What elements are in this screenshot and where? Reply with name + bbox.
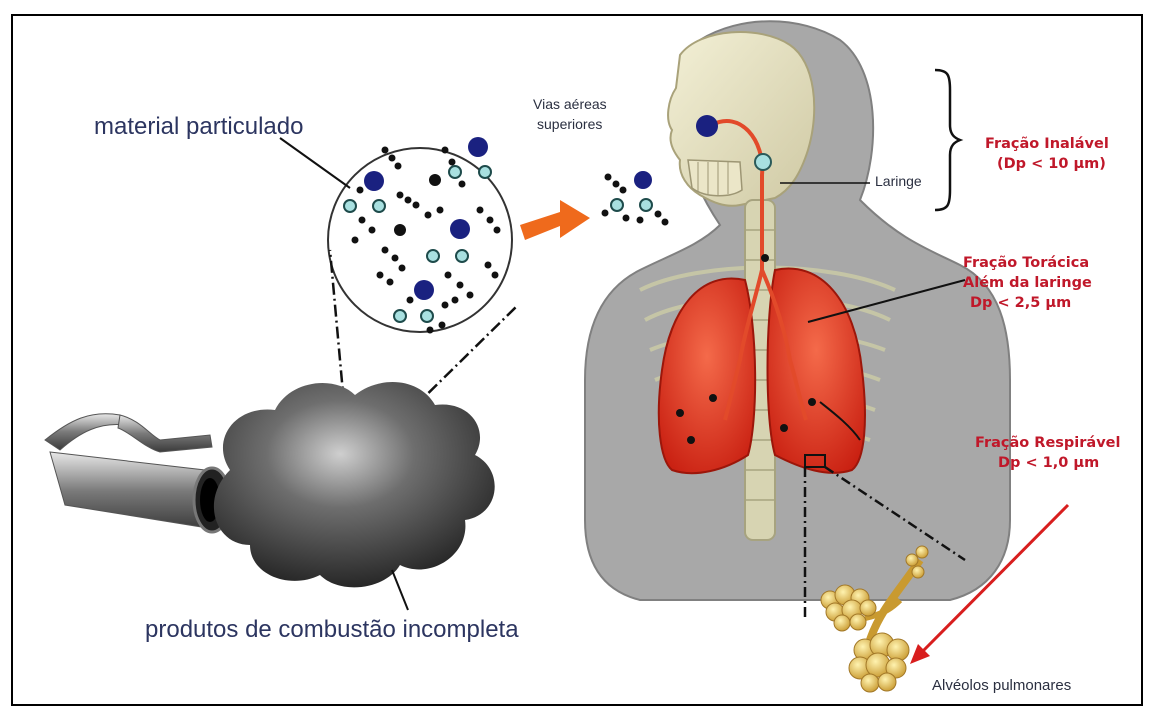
orange-arrow	[520, 200, 590, 240]
label-fracao-toracica-3: Dp < 2,5 µm	[970, 293, 1071, 313]
material-leader	[280, 138, 350, 188]
label-fracao-inalavel-1: Fração Inalável	[985, 134, 1109, 154]
produtos-leader	[392, 570, 408, 610]
skull	[668, 32, 814, 206]
label-material-particulado: material particulado	[94, 113, 303, 141]
label-fracao-respiravel-1: Fração Respirável	[975, 433, 1120, 453]
label-fracao-toracica-2: Além da laringe	[963, 273, 1092, 293]
smoke-cloud	[214, 382, 495, 587]
face-particles	[602, 171, 669, 226]
label-fracao-toracica-1: Fração Torácica	[963, 253, 1089, 273]
label-vias-aereas-2: superiores	[537, 116, 602, 132]
particle-in-nose	[696, 115, 718, 137]
label-produtos-combustao: produtos de combustão incompleta	[145, 616, 519, 644]
label-laringe: Laringe	[875, 173, 922, 189]
inhalable-bracket	[935, 70, 960, 210]
particle-magnifier	[328, 137, 512, 334]
label-vias-aereas-1: Vias aéreas	[533, 96, 607, 112]
label-fracao-inalavel-2: (Dp < 10 µm)	[997, 154, 1106, 174]
particle-in-throat	[755, 154, 771, 170]
label-alveolos: Alvéolos pulmonares	[932, 677, 1071, 694]
exhaust-pipe	[45, 414, 230, 532]
label-fracao-respiravel-2: Dp < 1,0 µm	[998, 453, 1099, 473]
